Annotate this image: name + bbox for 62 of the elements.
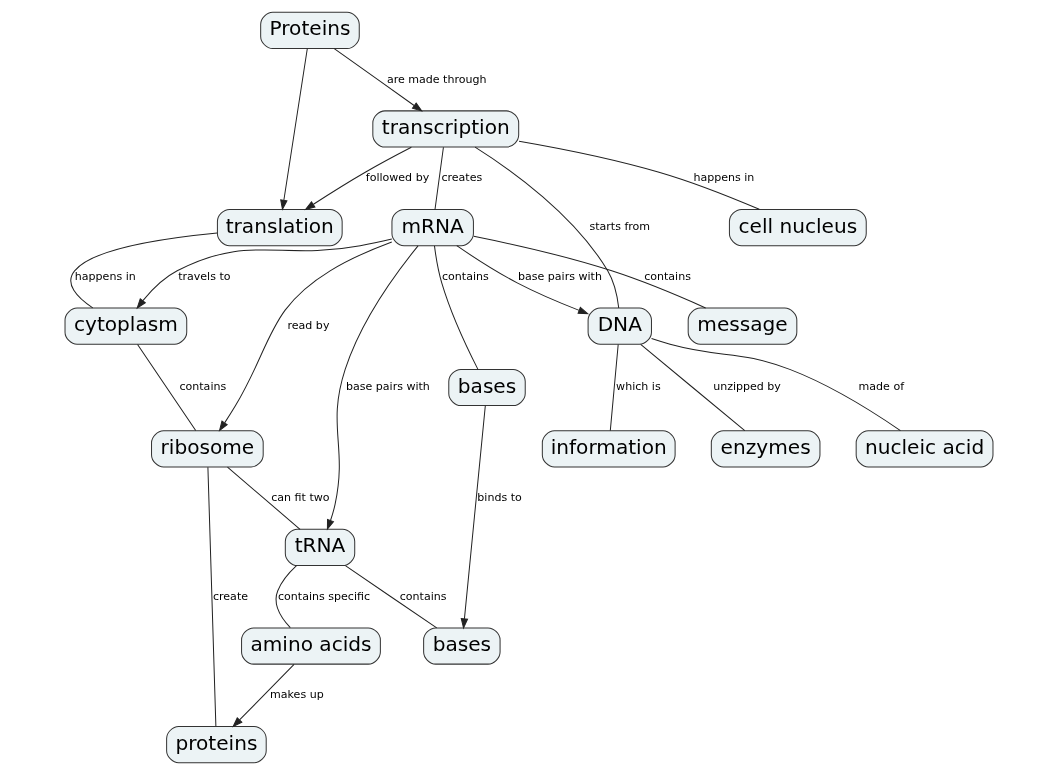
connector <box>609 343 619 432</box>
connector <box>70 232 218 309</box>
arrow <box>218 241 393 432</box>
edge-label: happens in <box>74 269 136 283</box>
edge-label: starts from <box>589 220 651 234</box>
edge-label: contains <box>399 589 447 603</box>
node-box: mRNA <box>391 208 474 247</box>
connector <box>474 146 620 309</box>
edge-label: travels to <box>178 269 231 283</box>
node-box: transcription <box>372 110 520 148</box>
edge-label: happens in <box>693 171 755 185</box>
arrow <box>456 245 590 315</box>
node-box: bases <box>423 627 501 665</box>
connector <box>137 343 197 432</box>
connector <box>344 565 438 629</box>
edge-label: contains <box>179 380 227 394</box>
connector <box>434 146 444 210</box>
edge-label: creates <box>441 171 483 185</box>
edge-label: unzipped by <box>713 380 781 394</box>
arrow <box>232 663 295 728</box>
node-box: Proteins <box>260 11 360 49</box>
edge-label: create <box>212 589 249 603</box>
connector <box>275 565 297 629</box>
node-box: cell nucleus <box>728 208 867 247</box>
connector <box>207 466 217 727</box>
edge-label: contains <box>644 269 691 283</box>
node-box: amino acids <box>241 627 381 665</box>
edge-label: binds to <box>477 490 522 504</box>
edge-label: makes up <box>270 688 324 702</box>
arrow <box>326 245 419 531</box>
edge-label: made of <box>858 380 905 394</box>
arrow <box>460 405 486 630</box>
edge-label: base pairs with <box>517 269 602 283</box>
edge-label: are made through <box>386 72 487 86</box>
node-box: DNA <box>587 307 652 345</box>
node-box: enzymes <box>710 430 821 468</box>
edge-label: contains specific <box>278 589 371 603</box>
node-box: information <box>541 430 676 468</box>
edge-label: which is <box>616 380 661 394</box>
node-box: message <box>687 307 798 345</box>
edge-label: followed by <box>365 171 430 185</box>
node-box: nucleic acid <box>855 430 994 468</box>
arrow <box>136 238 393 310</box>
node-box: translation <box>216 208 343 247</box>
node-box: proteins <box>166 726 267 764</box>
connector <box>433 245 479 370</box>
connector <box>473 235 707 309</box>
connector <box>640 343 746 432</box>
arrow <box>333 48 423 112</box>
node-box: bases <box>448 368 526 407</box>
edge-label: read by <box>287 318 330 332</box>
edge-label: can fit two <box>271 490 330 504</box>
node-box: tRNA <box>284 528 356 567</box>
arrow <box>304 146 412 211</box>
connector <box>651 338 901 432</box>
node-box: ribosome <box>151 430 264 468</box>
connector <box>518 140 760 210</box>
node-box: cytoplasm <box>64 307 188 345</box>
edge-label: contains <box>441 269 489 283</box>
edge-label: base pairs with <box>345 380 430 394</box>
arrow <box>280 48 308 211</box>
connector <box>227 466 301 530</box>
